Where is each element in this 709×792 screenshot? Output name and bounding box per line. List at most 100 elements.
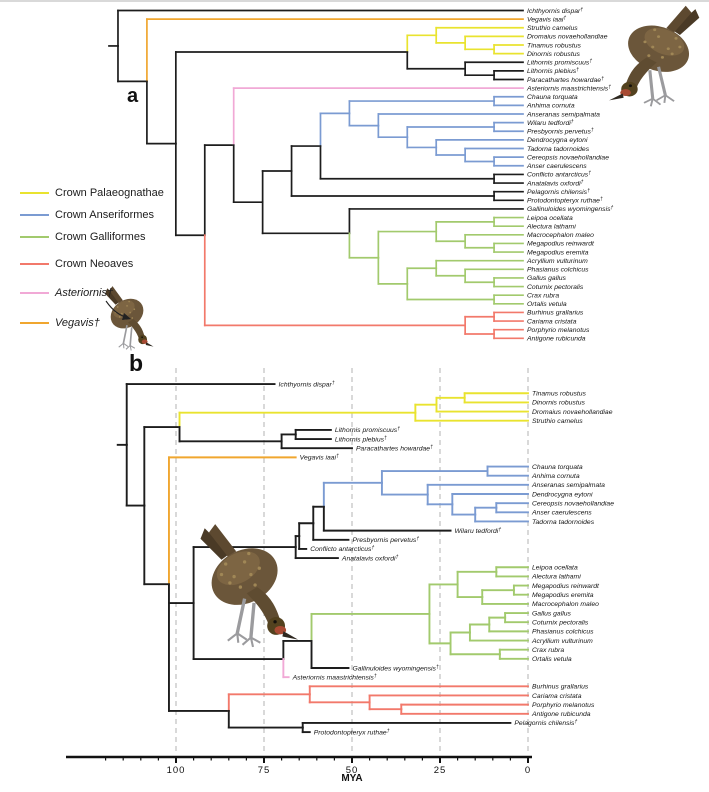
taxon-label: Megapodius eremita — [527, 249, 589, 256]
taxon-label: Anatalavis oxfordi† — [526, 179, 584, 187]
taxon-label: Anhima cornuta — [526, 103, 575, 110]
taxon-label: Ichthyornis dispar† — [279, 380, 335, 388]
taxon-label: Asteriornis maastrichtensis† — [292, 673, 377, 681]
taxon-label: Phasianus colchicus — [532, 629, 594, 636]
taxon-label: Antigone rubicunda — [531, 711, 591, 718]
legend-swatch — [20, 291, 49, 295]
taxon-label: Coturnix pectoralis — [527, 284, 584, 291]
legend-swatch — [20, 235, 49, 239]
taxon-label: Ortalis vetula — [527, 301, 567, 308]
taxon-label: Dendrocygna eytoni — [527, 137, 588, 144]
bird-photo-top-right — [607, 4, 701, 108]
taxon-label: Anser caerulescens — [531, 510, 592, 517]
taxon-label: Dendrocygna eytoni — [532, 491, 593, 498]
taxon-label: Wilaru tedfordi† — [527, 119, 574, 127]
legend-item-vegavis: Vegavis† — [20, 317, 100, 329]
taxon-label: Leipoa ocellata — [527, 215, 573, 222]
taxon-label: Presbyornis pervetus† — [527, 128, 594, 136]
taxon-label: Pelagornis chilensis† — [514, 719, 577, 727]
taxon-label: Asteriornis maastrichtensis† — [526, 84, 611, 92]
legend-item-neoaves: Crown Neoaves — [20, 258, 133, 270]
taxon-label: Alectura lathami — [526, 223, 576, 230]
legend-item-asteriornis: Asteriornis† — [20, 287, 113, 299]
taxon-label: Cariama cristata — [527, 318, 577, 325]
taxon-label: Tadorna tadornoides — [527, 146, 590, 153]
legend-item-label: Crown Palaeognathae — [55, 187, 164, 199]
taxon-label: Antigone rubicunda — [526, 336, 586, 343]
taxon-label: Dromaius novaehollandiae — [527, 34, 608, 41]
taxon-label: Wilaru tedfordi† — [455, 527, 502, 535]
taxon-label: Cereopsis novaehollandiae — [527, 154, 609, 161]
taxon-label: Dinornis robustus — [532, 400, 585, 407]
taxon-label: Anhima cornuta — [531, 473, 580, 480]
panel-a-label: a — [127, 85, 139, 107]
legend-swatch — [20, 191, 49, 195]
taxon-label: Conflicto antarcticus† — [527, 171, 591, 179]
taxon-label: Cariama cristata — [532, 693, 582, 700]
taxon-label: Lithornis promiscuus† — [527, 59, 592, 67]
taxon-label: Gallinuloides wyomingensis† — [352, 664, 439, 672]
axis-tick-label: 50 — [346, 765, 359, 776]
taxon-label: Lithornis promiscuus† — [335, 426, 400, 434]
taxon-label: Dinornis robustus — [527, 51, 580, 58]
taxon-label: Coturnix pectoralis — [532, 620, 589, 627]
legend-item-label: Vegavis† — [55, 317, 100, 329]
legend-item-anseriformes: Crown Anseriformes — [20, 209, 154, 221]
panel-b-label: b — [129, 350, 144, 376]
taxon-label: Acryllium vulturinum — [526, 258, 588, 265]
taxon-label: Tadorna tadornoides — [532, 519, 595, 526]
taxon-label: Gallus gallus — [527, 275, 567, 282]
taxon-label: Paracathartes howardae† — [356, 445, 433, 453]
phylogeny-panel-a: Ichthyornis dispar†Vegavis iaai†Struthio… — [108, 7, 614, 343]
taxon-label: Cereopsis novaehollandiae — [532, 500, 614, 507]
taxon-label: Megapodius eremita — [532, 592, 594, 599]
taxon-label: Macrocephalon maleo — [527, 232, 594, 239]
legend-item-label: Crown Galliformes — [55, 231, 146, 243]
legend-item-label: Crown Anseriformes — [55, 209, 155, 221]
taxon-label: Struthio camelus — [532, 418, 583, 425]
taxon-label: Alectura lathami — [531, 574, 581, 581]
taxon-label: Anseranas semipalmata — [526, 111, 600, 118]
taxon-label: Anatalavis oxfordi† — [341, 554, 399, 562]
taxon-label: Megapodius reinwardt — [532, 583, 600, 590]
taxon-label: Burhinus grallarius — [527, 310, 584, 317]
taxon-label: Crax rubra — [532, 647, 564, 654]
legend-item-palaeognathae: Crown Palaeognathae — [20, 187, 164, 199]
taxon-label: Macrocephalon maleo — [532, 601, 599, 608]
taxon-label: Megapodius reinwardt — [527, 241, 595, 248]
taxon-label: Burhinus grallarius — [532, 684, 589, 691]
bird-photo-tree-b — [198, 522, 300, 649]
legend-swatch — [20, 321, 49, 325]
axis-tick-label: 75 — [258, 765, 271, 776]
legend-swatch — [20, 262, 49, 266]
taxon-label: Vegavis iaai† — [527, 15, 566, 23]
taxon-label: Anseranas semipalmata — [531, 482, 605, 489]
legend-swatch — [20, 213, 49, 217]
taxon-label: Tinamus robustus — [527, 42, 582, 49]
taxon-label: Paracathartes howardae† — [527, 76, 604, 84]
taxon-label: Struthio camelus — [527, 25, 578, 32]
taxon-label: Gallinuloides wyomingensis† — [527, 205, 614, 213]
taxon-label: Dromaius novaehollandiae — [532, 409, 613, 416]
taxon-label: Chauna torquata — [527, 94, 578, 101]
taxon-label: Phasianus colchicus — [527, 267, 589, 274]
taxon-label: Pelagornis chilensis† — [527, 188, 590, 196]
asteriornis-arrowhead — [122, 313, 131, 320]
taxon-label: Porphyrio melanotus — [532, 702, 595, 709]
taxon-label: Vegavis iaai† — [300, 454, 339, 462]
taxon-label: Protodontopteryx ruthae† — [527, 197, 603, 205]
taxon-label: Leipoa ocellata — [532, 565, 578, 572]
taxon-label: Lithornis plebius† — [335, 435, 387, 443]
axis-tick-label: 0 — [525, 765, 531, 776]
taxon-label: Presbyornis pervetus† — [352, 536, 419, 544]
taxon-label: Conflicto antarcticus† — [310, 545, 374, 553]
legend-item-galliformes: Crown Galliformes — [20, 231, 145, 243]
taxon-label: Chauna torquata — [532, 464, 583, 471]
taxon-label: Tinamus robustus — [532, 391, 587, 398]
taxon-label: Lithornis plebius† — [527, 67, 579, 75]
legend-item-label: Asteriornis† — [55, 287, 114, 299]
taxon-label: Porphyrio melanotus — [527, 327, 590, 334]
axis-unit-label: MYA — [341, 773, 363, 784]
